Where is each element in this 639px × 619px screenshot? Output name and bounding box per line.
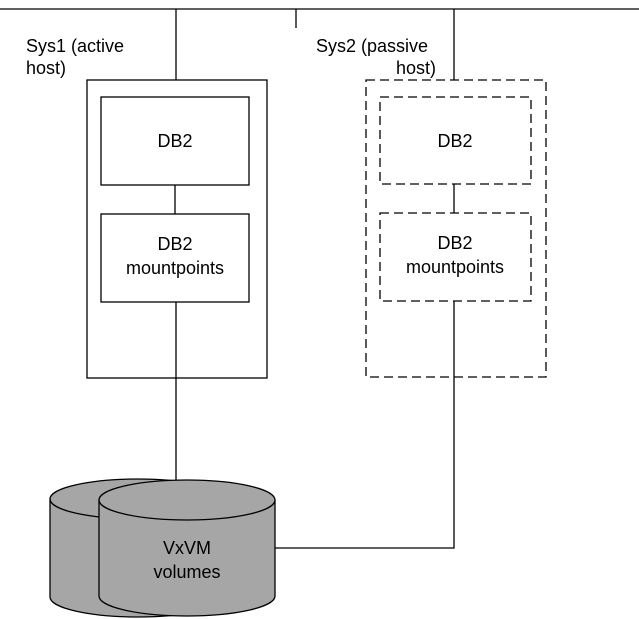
network-bus [0, 8, 639, 80]
storage-label-line1: VxVM [163, 538, 211, 558]
sys1-mountpoints-box [100, 213, 250, 303]
sys1-label-line1: Sys1 (active [26, 36, 124, 56]
sys2-label-line1: Sys2 (passive [316, 36, 428, 56]
sys2-db2-box [379, 96, 532, 185]
volume-cylinder-front [98, 479, 276, 617]
sys1-mount-label-line1: DB2 [157, 234, 192, 254]
sys2-links [275, 184, 455, 549]
sys2-label-line2: host) [396, 58, 436, 78]
sys2-mountpoints-box [379, 212, 532, 302]
sys2-db2-label: DB2 [437, 131, 472, 151]
sys1-host [86, 79, 268, 482]
sys2-storage-link [275, 301, 455, 549]
sys1-label-line2: host) [26, 58, 66, 78]
sys1-mount-label-line2: mountpoints [126, 258, 224, 278]
sys2-host [365, 79, 547, 378]
sys2-mount-label-line1: DB2 [437, 233, 472, 253]
sys2-mount-label-line2: mountpoints [406, 257, 504, 277]
storage-label-line2: volumes [153, 562, 220, 582]
storage-volumes [49, 478, 276, 618]
sys1-db2-label: DB2 [157, 131, 192, 151]
